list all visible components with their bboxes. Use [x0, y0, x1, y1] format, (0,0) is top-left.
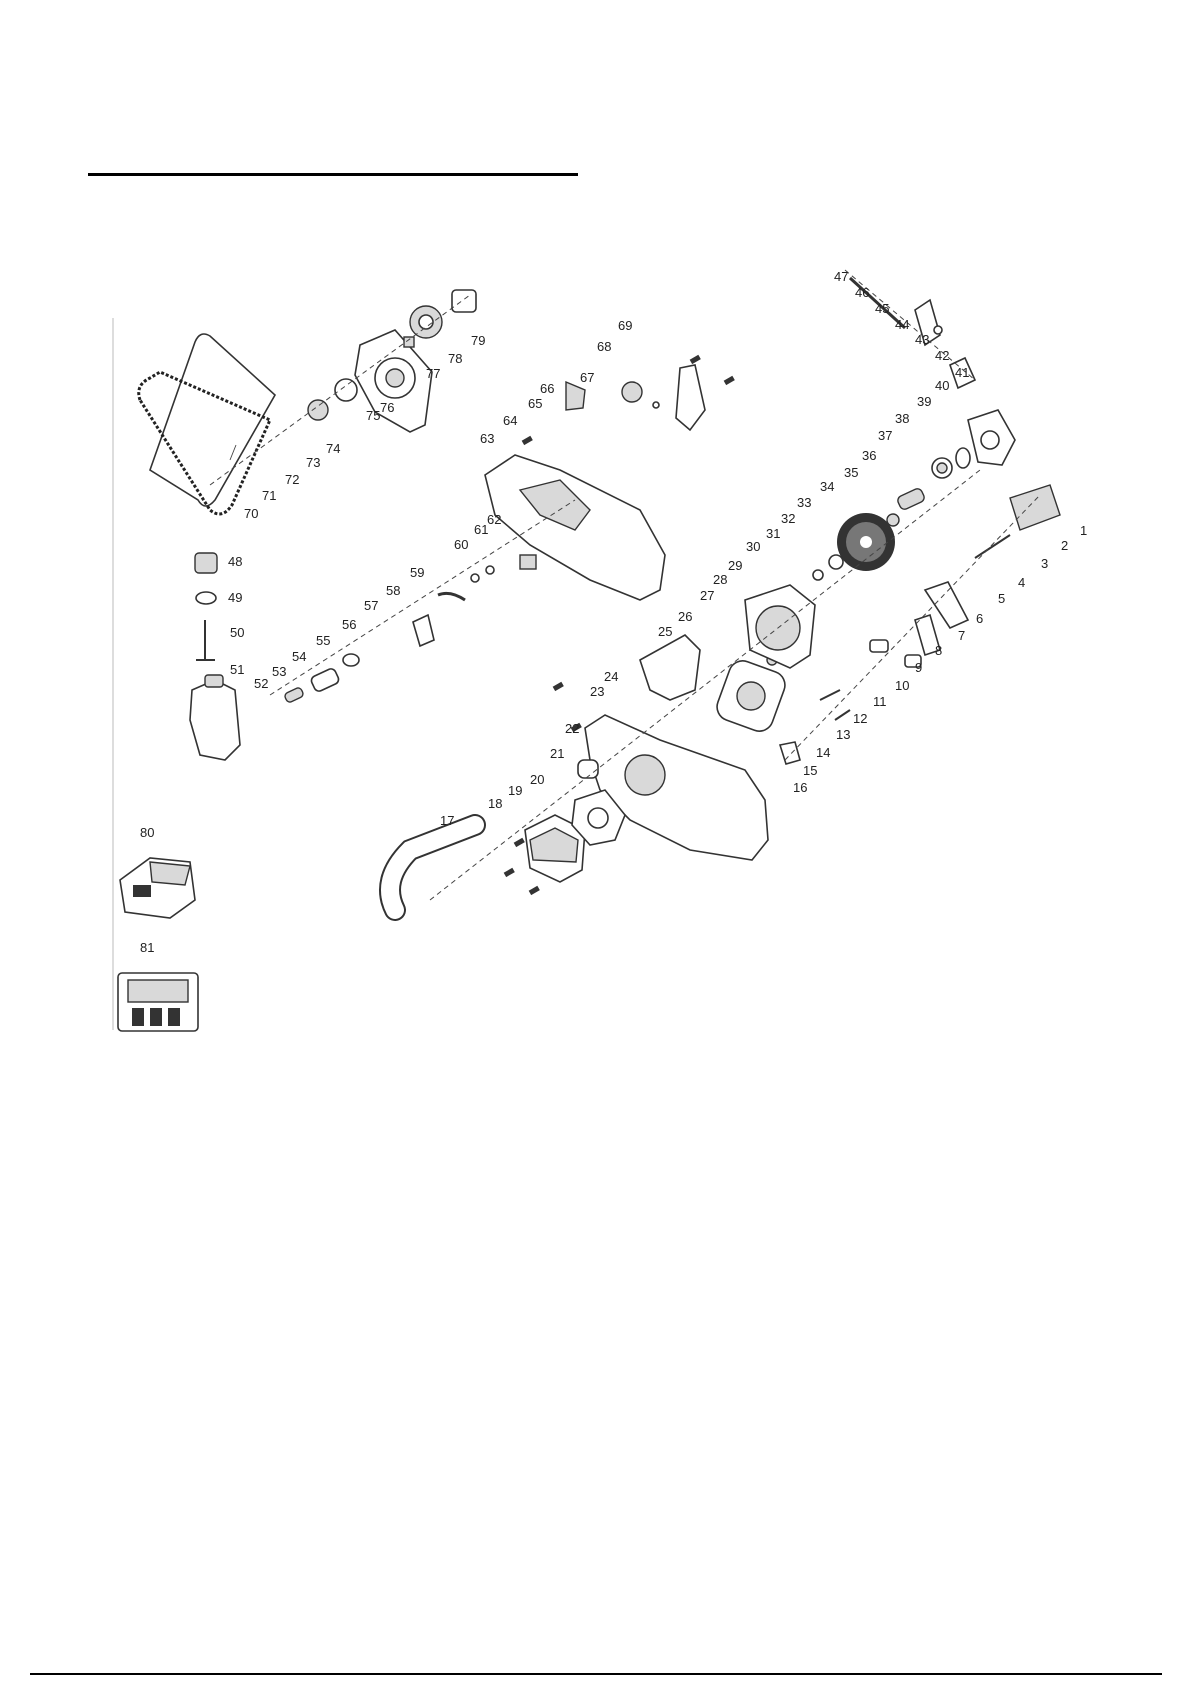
footer-rule: [30, 1673, 1162, 1675]
oil-cap: [195, 553, 217, 660]
part-label: 18: [488, 796, 502, 811]
part-label: 12: [853, 711, 867, 726]
part-label: 11: [873, 694, 887, 709]
part-label: 37: [878, 428, 892, 443]
part-label: 56: [342, 617, 356, 632]
part-label: 41: [955, 365, 969, 380]
part-label: 66: [540, 381, 554, 396]
part-label: 39: [917, 394, 931, 409]
part-label: 36: [862, 448, 876, 463]
part-label: 33: [797, 495, 811, 510]
part-label: 64: [503, 413, 517, 428]
part-label: 49: [228, 590, 242, 605]
part-label: 22: [565, 721, 579, 736]
part-label: 17: [440, 813, 454, 828]
part-label: 7: [958, 628, 965, 643]
assembly-line-trigger: [785, 495, 1040, 760]
part-label: 74: [326, 441, 340, 456]
part-label: 29: [728, 558, 742, 573]
part-label: 3: [1041, 556, 1048, 571]
part-label: 67: [580, 370, 594, 385]
part-label: 68: [597, 339, 611, 354]
part-label: 40: [935, 378, 949, 393]
trigger-switch-group: [780, 485, 1060, 764]
part-label: 27: [700, 588, 714, 603]
assembly-line-oil: [270, 500, 575, 695]
part-label: 53: [272, 664, 286, 679]
part-label: 80: [140, 825, 154, 840]
part-label: 30: [746, 539, 760, 554]
part-label: 24: [604, 669, 618, 684]
bearing-set: [813, 448, 970, 580]
part-label: 60: [454, 537, 468, 552]
part-label: 72: [285, 472, 299, 487]
part-label: 31: [766, 526, 780, 541]
part-label: 42: [935, 348, 949, 363]
part-label: 50: [230, 625, 244, 640]
part-label: 48: [228, 554, 242, 569]
part-label: 6: [976, 611, 983, 626]
part-label: 34: [820, 479, 834, 494]
part-label: 1: [1080, 523, 1087, 538]
gear-wheel: [837, 513, 895, 571]
part-label: 10: [895, 678, 909, 693]
part-label: 14: [816, 745, 830, 760]
part-label: 52: [254, 676, 268, 691]
part-label: 62: [487, 512, 501, 527]
part-label: 46: [855, 285, 869, 300]
cover-plate: [968, 410, 1015, 465]
part-label: 2: [1061, 538, 1068, 553]
rear-handle: [640, 635, 700, 700]
housing-right-half: [485, 455, 665, 600]
front-handle: [390, 825, 475, 910]
part-label: 21: [550, 746, 564, 761]
part-label: 65: [528, 396, 542, 411]
part-label: 75: [366, 408, 380, 423]
part-label: 43: [915, 332, 929, 347]
part-label: 55: [316, 633, 330, 648]
part-label: 35: [844, 465, 858, 480]
part-label: 32: [781, 511, 795, 526]
part-label: 59: [410, 565, 424, 580]
part-label: 73: [306, 455, 320, 470]
part-label: 28: [713, 572, 727, 587]
part-label: 23: [590, 684, 604, 699]
part-label: 19: [508, 783, 522, 798]
part-label: 47: [834, 269, 848, 284]
part-label: 76: [380, 400, 394, 415]
chain-sprocket: [308, 379, 357, 420]
part-label: 9: [915, 660, 922, 675]
part-label: 20: [530, 772, 544, 787]
part-label: 5: [998, 591, 1005, 606]
part-label: 45: [875, 301, 889, 316]
part-label: 57: [364, 598, 378, 613]
part-label: 79: [471, 333, 485, 348]
part-label: 78: [448, 351, 462, 366]
part-label: 77: [426, 366, 440, 381]
part-label: 51: [230, 662, 244, 677]
part-label: 81: [140, 940, 154, 955]
part-label: 8: [935, 643, 942, 658]
part-label: 16: [793, 780, 807, 795]
guide-bar: [150, 334, 275, 506]
part-label: 71: [262, 488, 276, 503]
part-label: 54: [292, 649, 306, 664]
part-label: 25: [658, 624, 672, 639]
battery-pack: [120, 858, 195, 918]
part-label: 26: [678, 609, 692, 624]
part-label: 15: [803, 763, 817, 778]
oil-tank: [190, 675, 240, 760]
part-label: 70: [244, 506, 258, 521]
part-label: 69: [618, 318, 632, 333]
part-label: 63: [480, 431, 494, 446]
part-label: 44: [895, 317, 909, 332]
part-label: 58: [386, 583, 400, 598]
part-label: 13: [836, 727, 850, 742]
motor: [713, 655, 789, 735]
part-label: 38: [895, 411, 909, 426]
battery-charger: [118, 973, 198, 1031]
part-label: 4: [1018, 575, 1025, 590]
